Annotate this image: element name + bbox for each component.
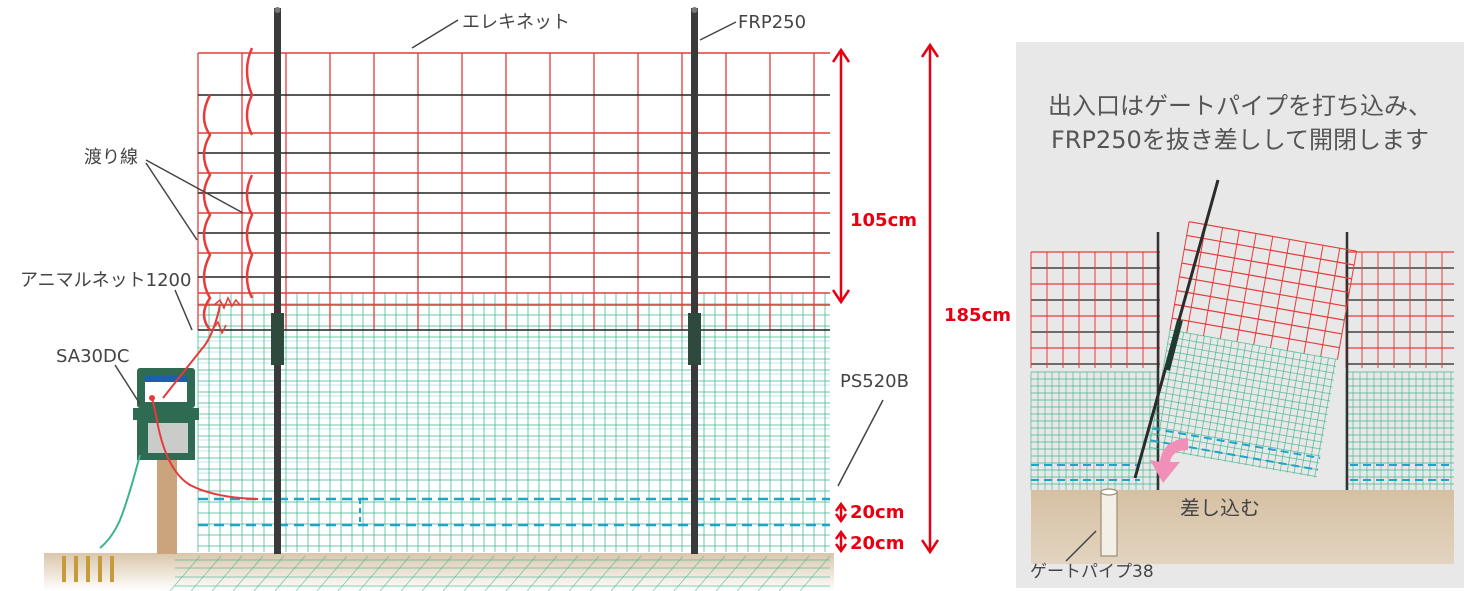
energizer-wires bbox=[99, 304, 259, 549]
gate-panel bbox=[1016, 42, 1464, 588]
frp-post-left bbox=[271, 7, 284, 554]
insert-label: 差し込む bbox=[1180, 496, 1260, 520]
dim-20cm-lower: 20cm bbox=[850, 533, 905, 554]
watari-label: 渡り線 bbox=[84, 147, 138, 168]
frp-post-right bbox=[688, 7, 701, 554]
dim-185cm: 185cm bbox=[944, 305, 1011, 326]
gate-panel-title-line2: FRP250を抜き差しして開閉します bbox=[1050, 126, 1430, 154]
dim-20cm-upper: 20cm bbox=[850, 502, 905, 523]
sa30dc-label: SA30DC bbox=[56, 346, 130, 367]
gate-pipe-leader bbox=[1065, 530, 1097, 562]
elecnet-label: エレキネット bbox=[462, 12, 570, 33]
ground-net-perspective bbox=[169, 555, 831, 591]
gate-panel-fences bbox=[1030, 179, 1454, 490]
watari-wires bbox=[202, 47, 254, 335]
ground-rods bbox=[62, 556, 114, 582]
gate-pipe-label: ゲートパイプ38 bbox=[1030, 562, 1154, 582]
dim-105cm: 105cm bbox=[850, 210, 917, 231]
elecnet-grid bbox=[197, 52, 830, 331]
dimension-arrows bbox=[831, 42, 940, 555]
main-fence bbox=[44, 7, 940, 591]
insert-arrow bbox=[1150, 438, 1188, 483]
leader-lines bbox=[114, 19, 884, 487]
animalnet-label: アニマルネット1200 bbox=[20, 270, 192, 291]
gate-panel-title-line1: 出入口はゲートパイプを打ち込み、 bbox=[1048, 92, 1432, 120]
gate-pipe-38 bbox=[1100, 488, 1118, 557]
ground bbox=[44, 553, 834, 591]
sa30dc-energizer bbox=[133, 368, 199, 554]
animal-net-1200 bbox=[197, 292, 830, 552]
ps520b-label: PS520B bbox=[840, 371, 909, 392]
frp250-label: FRP250 bbox=[738, 12, 807, 33]
